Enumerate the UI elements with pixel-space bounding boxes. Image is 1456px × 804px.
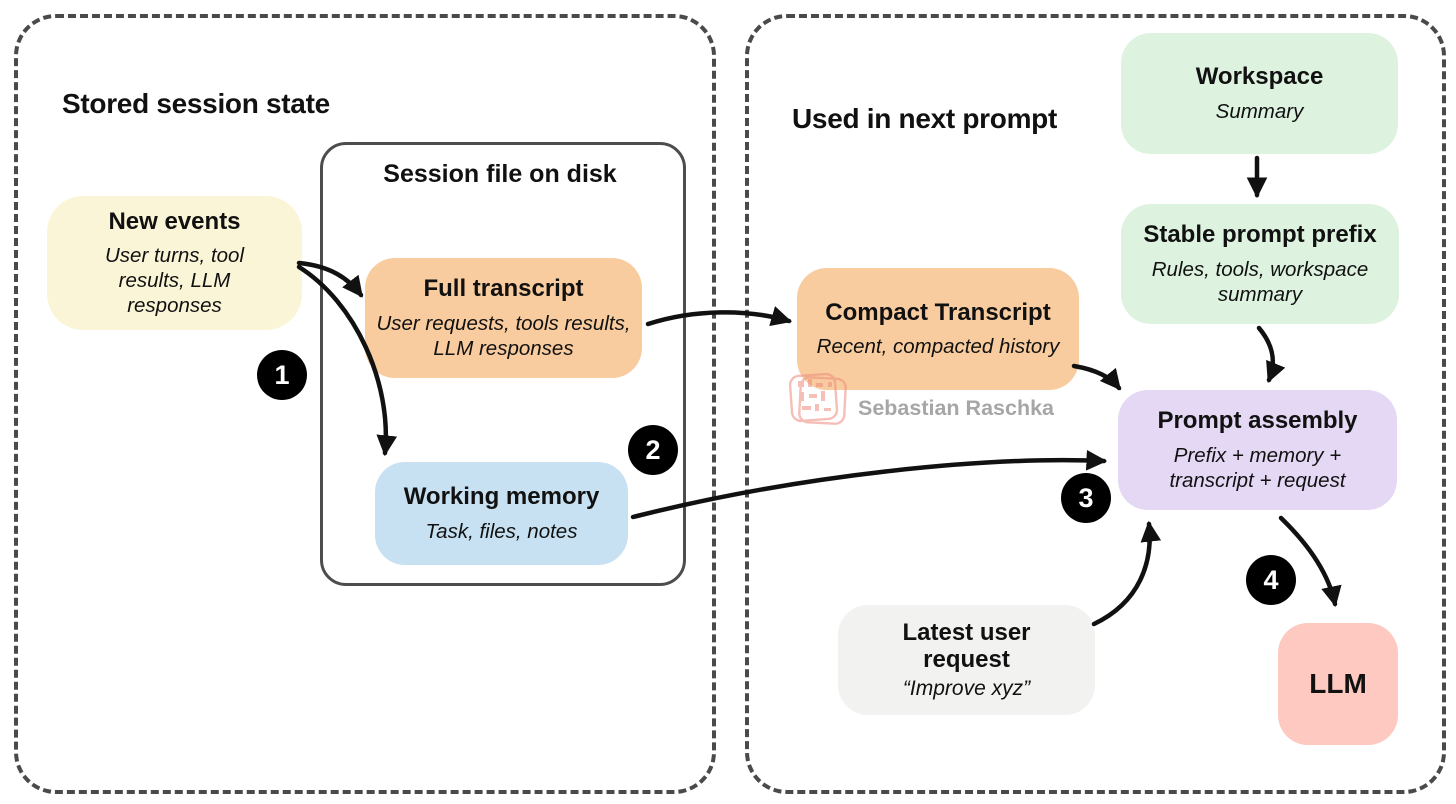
used-in-next-prompt-heading: Used in next prompt — [792, 103, 1057, 134]
full-transcript-title: Full transcript — [423, 275, 584, 303]
stable-prompt-prefix-title: Stable prompt prefix — [1143, 221, 1377, 249]
llm-node: LLM — [1278, 623, 1398, 745]
step-badge-4: 4 — [1246, 555, 1296, 605]
working-memory-node: Working memory Task, files, notes — [375, 462, 628, 565]
latest-user-request-node: Latest user request “Improve xyz” — [838, 605, 1095, 715]
watermark-stamp-icon — [788, 372, 847, 425]
watermark: Sebastian Raschka — [788, 368, 1054, 430]
compact-transcript-subtitle: Recent, compacted history — [816, 335, 1060, 359]
stored-session-state-heading: Stored session state — [62, 88, 330, 119]
new-events-node: New events User turns, tool results, LLM… — [47, 196, 302, 330]
new-events-title: New events — [108, 207, 241, 235]
working-memory-subtitle: Task, files, notes — [425, 519, 578, 543]
workspace-subtitle: Summary — [1215, 99, 1304, 123]
new-events-subtitle: User turns, tool results, LLM responses — [105, 244, 244, 318]
workspace-node: Workspace Summary — [1121, 33, 1398, 154]
stable-prompt-prefix-node: Stable prompt prefix Rules, tools, works… — [1121, 204, 1399, 324]
latest-user-request-title: Latest user request — [902, 618, 1031, 674]
compact-transcript-node: Compact Transcript Recent, compacted his… — [797, 268, 1079, 390]
used-in-next-prompt-container — [745, 14, 1446, 794]
workspace-title: Workspace — [1195, 63, 1324, 91]
prompt-assembly-node: Prompt assembly Prefix + memory + transc… — [1118, 390, 1397, 510]
working-memory-title: Working memory — [403, 483, 600, 511]
watermark-text: Sebastian Raschka — [858, 395, 1054, 420]
step-badge-3: 3 — [1061, 473, 1111, 523]
latest-user-request-subtitle: “Improve xyz” — [902, 676, 1031, 700]
stored-session-state-container — [14, 14, 716, 794]
compact-transcript-title: Compact Transcript — [825, 298, 1051, 326]
llm-title: LLM — [1309, 667, 1367, 699]
full-transcript-node: Full transcript User requests, tools res… — [365, 258, 642, 378]
stable-prompt-prefix-subtitle: Rules, tools, workspace summary — [1151, 257, 1369, 306]
prompt-assembly-title: Prompt assembly — [1157, 407, 1358, 435]
step-badge-2: 2 — [628, 425, 678, 475]
session-file-on-disk-title: Session file on disk — [383, 160, 617, 188]
step-badge-1: 1 — [257, 350, 307, 400]
full-transcript-subtitle: User requests, tools results, LLM respon… — [376, 311, 631, 360]
prompt-assembly-subtitle: Prefix + memory + transcript + request — [1169, 443, 1346, 492]
